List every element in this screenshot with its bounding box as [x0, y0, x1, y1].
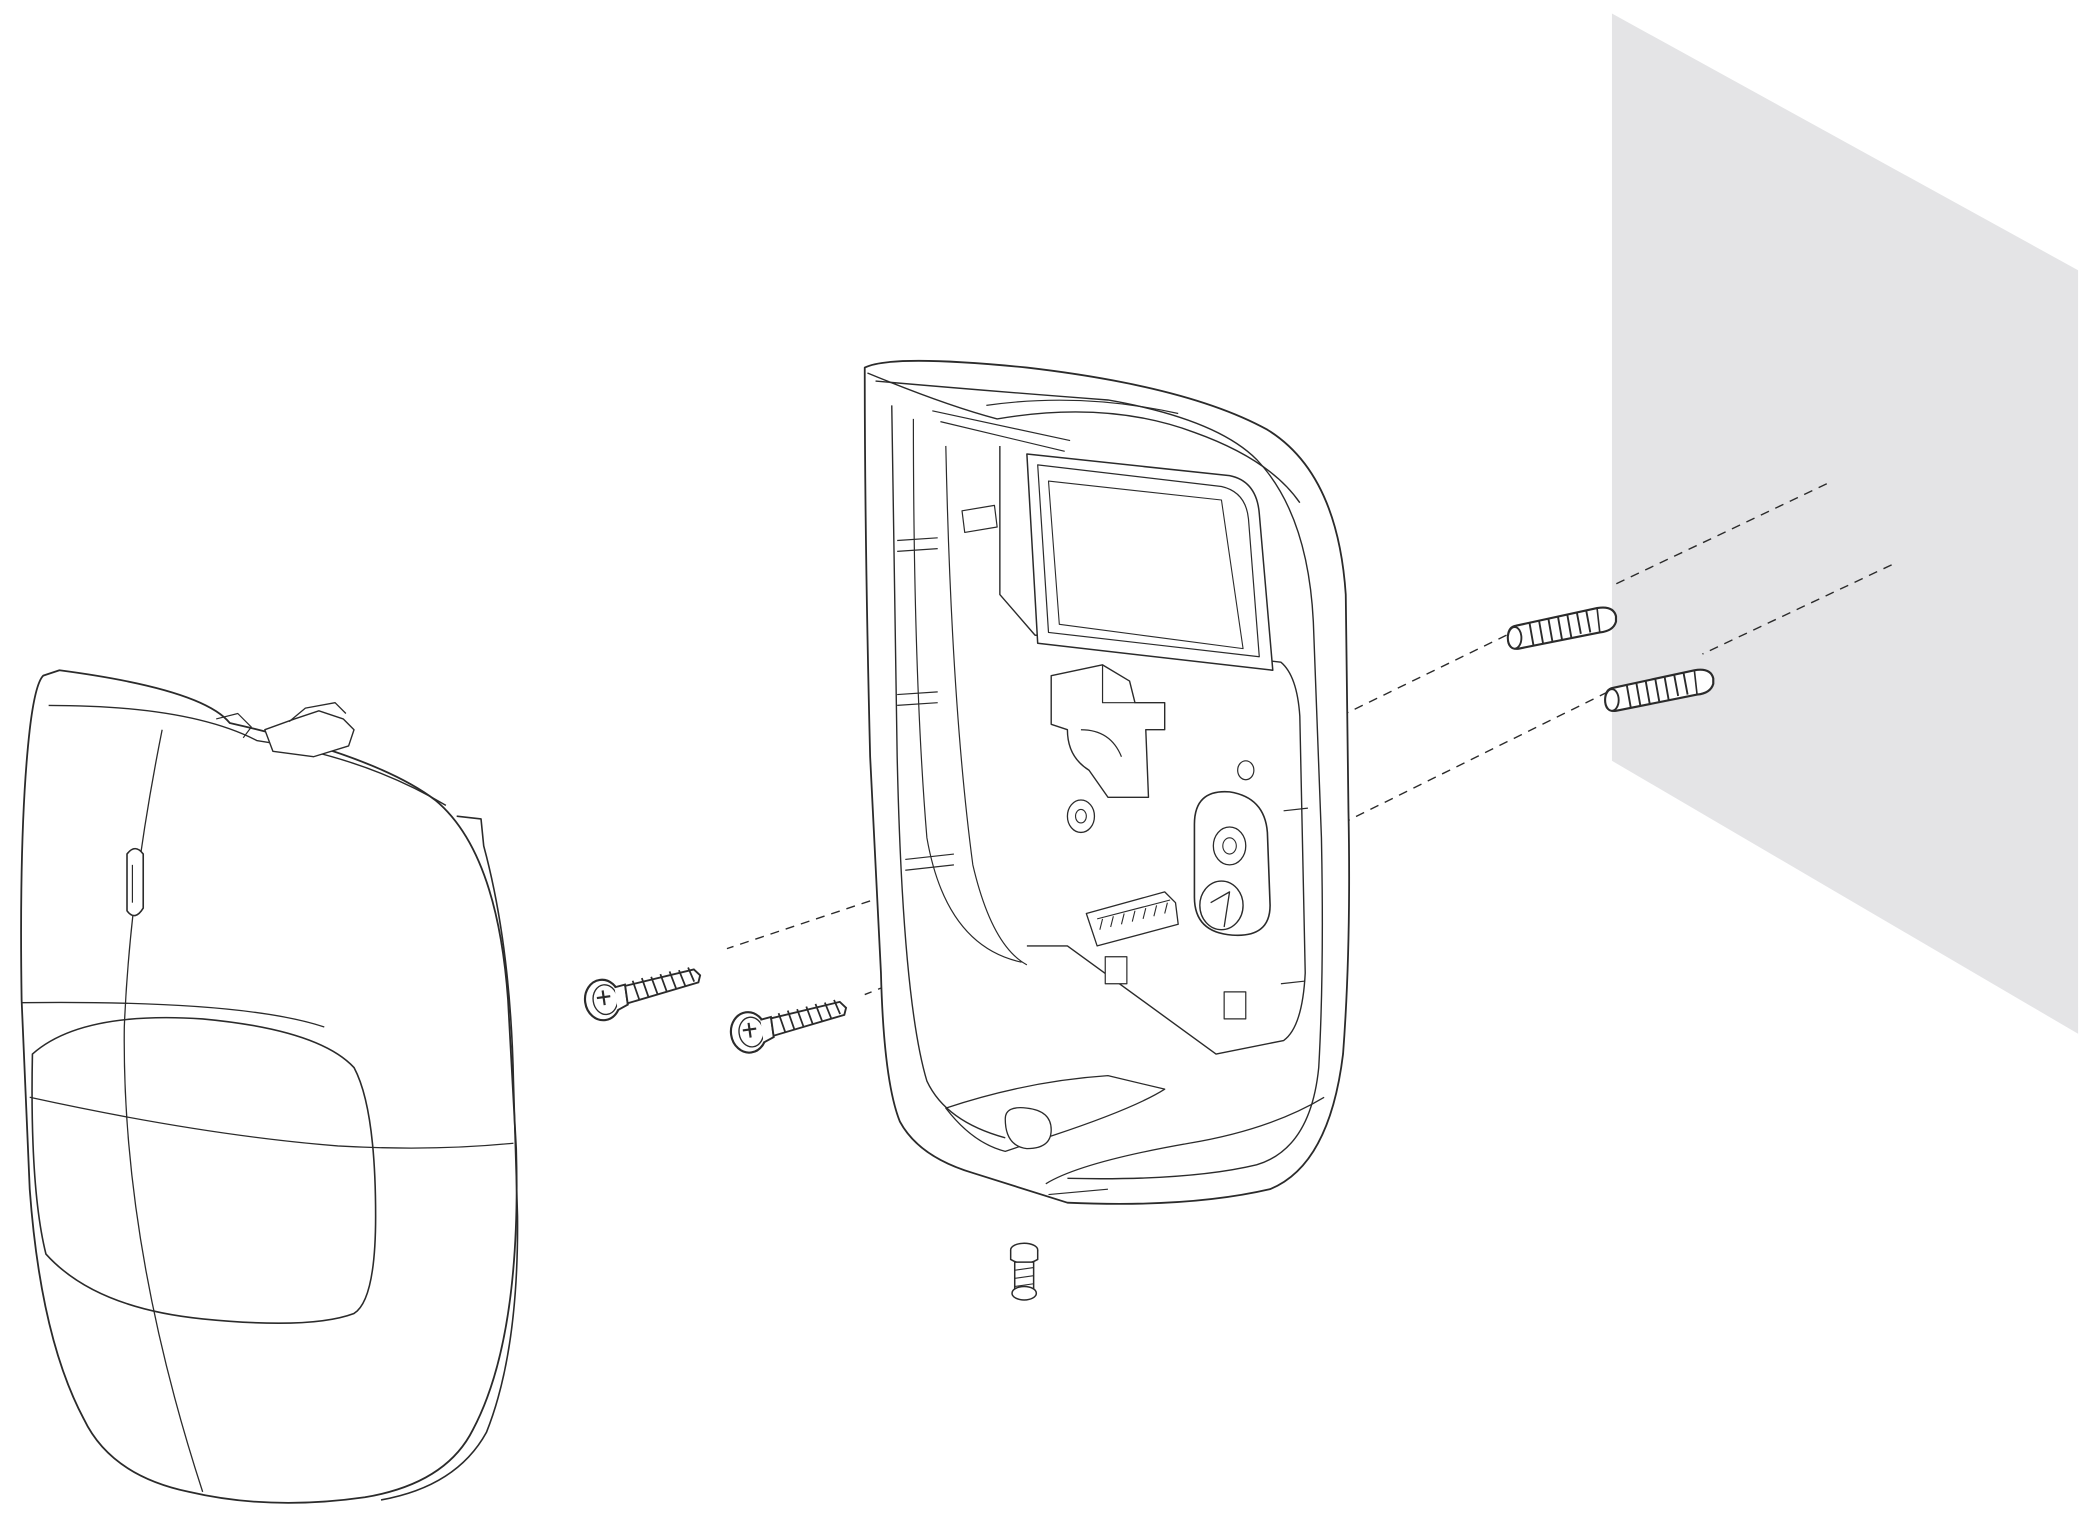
mounting-screw-upper — [581, 964, 706, 1024]
back-housing — [865, 361, 1349, 1204]
wall-panel — [1611, 13, 2079, 1034]
small-locking-screw — [1011, 1243, 1038, 1300]
mounting-screw-lower — [727, 997, 852, 1057]
front-cover — [21, 670, 517, 1503]
wall-anchor-upper — [1506, 606, 1618, 650]
